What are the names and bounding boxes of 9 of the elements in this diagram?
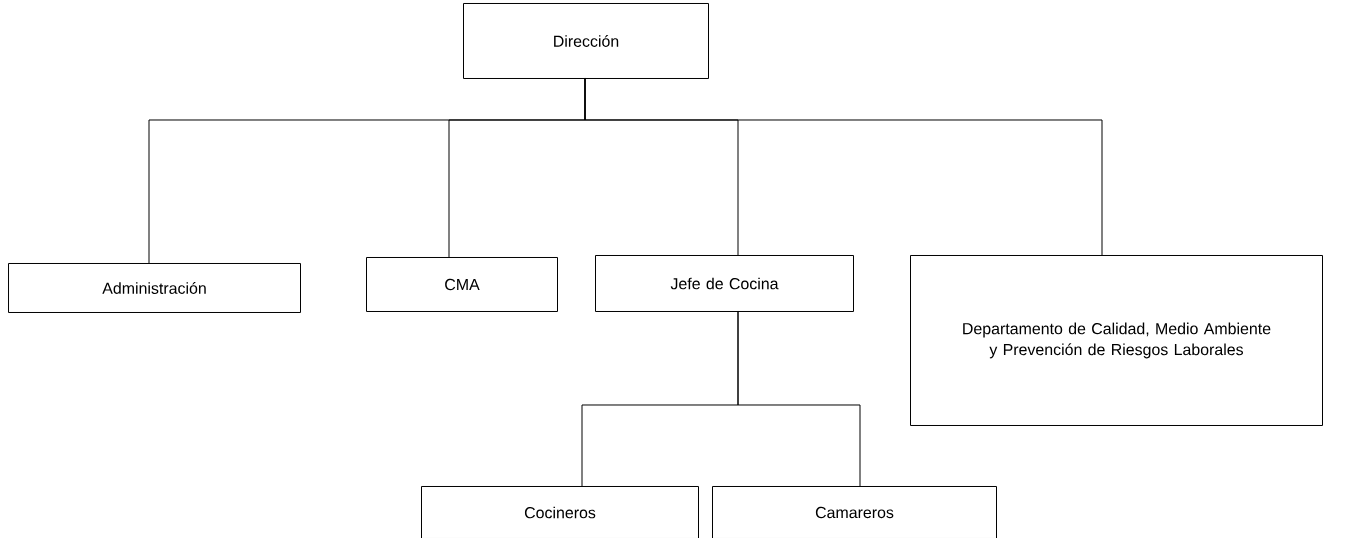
org-box: Dirección (463, 3, 709, 79)
connector-line (584, 77, 1103, 256)
connector-line (737, 310, 861, 487)
org-box: Departamento de Calidad, Medio Ambiente y Prevención de Riesgos Laborales (910, 255, 1323, 426)
org-box: Camareros (712, 486, 997, 538)
org-box: Cocineros (421, 486, 699, 538)
org-box: Jefe de Cocina (595, 255, 854, 312)
org-box: Administración (8, 263, 301, 313)
org-box: CMA (366, 257, 558, 312)
